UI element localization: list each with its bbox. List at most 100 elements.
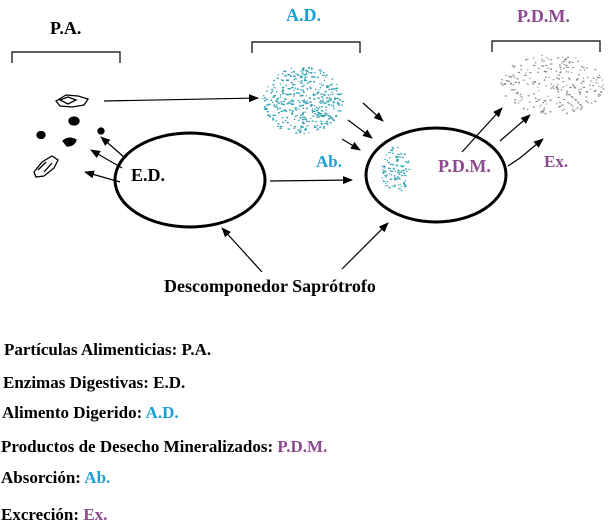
arrow-ed-3: [84, 170, 121, 183]
speckle-dot: [280, 103, 284, 105]
speckle-dot: [572, 84, 574, 86]
speckle-dot: [597, 93, 600, 96]
speckle-dot: [520, 69, 522, 71]
legend-term: Productos de Desecho Mineralizados:: [1, 437, 274, 456]
speckle-dot: [557, 78, 560, 80]
speckle-dot: [304, 118, 307, 120]
legend-abbr: Ab.: [84, 468, 111, 487]
speckle-dot: [310, 117, 312, 119]
speckle-dot: [291, 100, 293, 103]
speckle-dot: [273, 104, 276, 106]
speckle-dot: [503, 83, 507, 85]
speckle-dot: [268, 103, 271, 105]
speckle-dot: [290, 75, 291, 78]
speckle-dot: [513, 89, 516, 91]
speckle-dot: [556, 103, 558, 105]
speckle-dot: [570, 104, 573, 106]
speckle-dot: [321, 115, 324, 117]
speckle-dot: [390, 150, 394, 152]
speckle-dot: [381, 165, 383, 167]
speckle-dot: [553, 85, 554, 87]
speckle-dot: [286, 116, 289, 119]
speckle-dot: [283, 104, 285, 106]
speckle-dot: [569, 94, 571, 96]
speckle-dot: [540, 104, 542, 106]
speckle-dot: [396, 156, 400, 158]
speckle-dot: [313, 76, 316, 78]
speckle-dot: [565, 64, 568, 66]
speckle-dot: [313, 94, 316, 96]
speckle-dot: [561, 109, 564, 111]
speckle-dot: [264, 108, 267, 110]
speckle-dot: [383, 179, 384, 182]
speckle-dot: [505, 74, 507, 76]
speckle-dot: [573, 85, 575, 87]
speckle-dot: [546, 56, 548, 58]
speckle-dot: [543, 100, 546, 102]
speckle-dot: [598, 74, 601, 76]
speckle-dot: [322, 102, 325, 104]
speckle-dot: [541, 58, 543, 60]
speckle-dot: [394, 177, 397, 179]
speckle-dot: [520, 65, 523, 67]
speckle-dot: [562, 86, 565, 88]
speckle-dot: [331, 83, 333, 85]
arrow-excretion-2: [499, 114, 531, 142]
speckle-dot: [264, 97, 267, 99]
speckle-dot: [595, 79, 598, 81]
speckle-dot: [385, 182, 387, 184]
speckle-dot: [301, 72, 304, 74]
speckle-dot: [567, 71, 569, 73]
speckle-dot: [303, 84, 305, 86]
speckle-dot: [329, 84, 332, 86]
speckle-dot: [329, 97, 330, 99]
speckle-dot: [564, 59, 566, 61]
speckle-dot: [571, 71, 573, 73]
speckle-dot: [288, 102, 291, 104]
speckle-dot: [272, 119, 275, 121]
speckle-dot: [300, 80, 303, 82]
speckle-dot: [524, 74, 527, 76]
speckle-dot: [551, 86, 554, 88]
speckle-dot: [291, 71, 293, 73]
speckle-dot: [336, 97, 339, 99]
speckle-dot: [548, 76, 550, 78]
speckle-dot: [579, 108, 582, 110]
speckle-dot: [392, 164, 395, 166]
speckle-dot: [316, 93, 318, 95]
speckle-dot: [294, 115, 297, 117]
speckle-dot: [575, 99, 577, 102]
speckle-dot: [400, 171, 403, 173]
speckle-dot: [324, 76, 326, 78]
speckle-dot: [300, 82, 303, 84]
speckle-dot: [398, 171, 401, 173]
speckle-dot: [297, 92, 300, 94]
speckle-dot: [400, 165, 402, 167]
speckle-dot: [315, 114, 318, 116]
speckle-dot: [590, 102, 593, 104]
speckle-dot: [284, 98, 287, 100]
speckle-dot: [383, 165, 385, 167]
speckle-dot: [320, 96, 324, 98]
speckle-dot: [576, 107, 579, 109]
speckle-dot: [562, 61, 564, 63]
speckle-dot: [566, 112, 569, 114]
speckle-dot: [384, 170, 387, 172]
speckle-dot: [388, 187, 391, 189]
speckle-dot: [542, 102, 544, 104]
speckle-dot: [335, 87, 339, 89]
speckle-dot: [322, 127, 325, 129]
speckle-dot: [294, 78, 297, 80]
speckle-dot: [397, 171, 400, 173]
speckle-dot: [324, 79, 325, 82]
speckle-dot: [296, 114, 298, 117]
speckle-dot: [563, 63, 565, 66]
speckle-dot: [545, 103, 547, 105]
food-particles: [33, 94, 105, 178]
speckle-dot: [384, 172, 386, 174]
speckle-dot: [594, 69, 597, 71]
speckle-dot: [557, 91, 559, 93]
speckle-dot: [389, 168, 391, 170]
speckle-dot: [390, 174, 392, 176]
speckle-dot: [514, 102, 517, 104]
